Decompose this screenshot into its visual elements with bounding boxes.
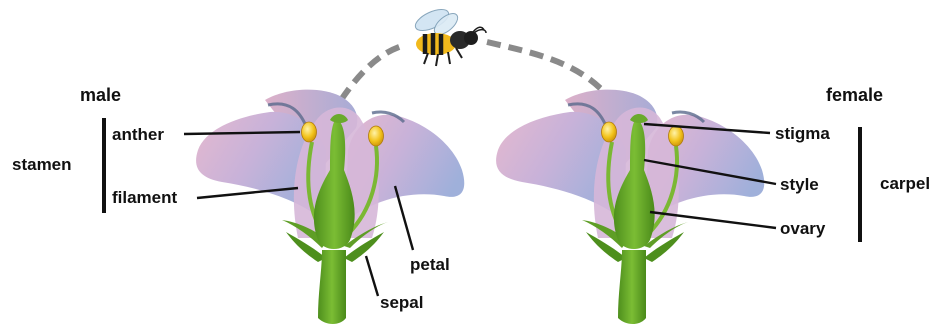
style-label: style [780,175,819,194]
female-title: female [826,85,883,105]
sepal-pointer [366,256,378,296]
sepal-label: sepal [380,293,423,312]
stigma-label: stigma [775,124,830,143]
pollination-path [341,45,405,100]
ovary-label: ovary [780,219,826,238]
carpel-label: carpel [880,174,930,193]
male-title: male [80,85,121,105]
stamen-label: stamen [12,155,72,174]
petal-label: petal [410,255,450,274]
bee-icon [412,5,486,66]
male-flower-icon [196,90,464,324]
female-flower-icon [496,90,764,324]
anther-label: anther [112,125,164,144]
filament-label: filament [112,188,178,207]
